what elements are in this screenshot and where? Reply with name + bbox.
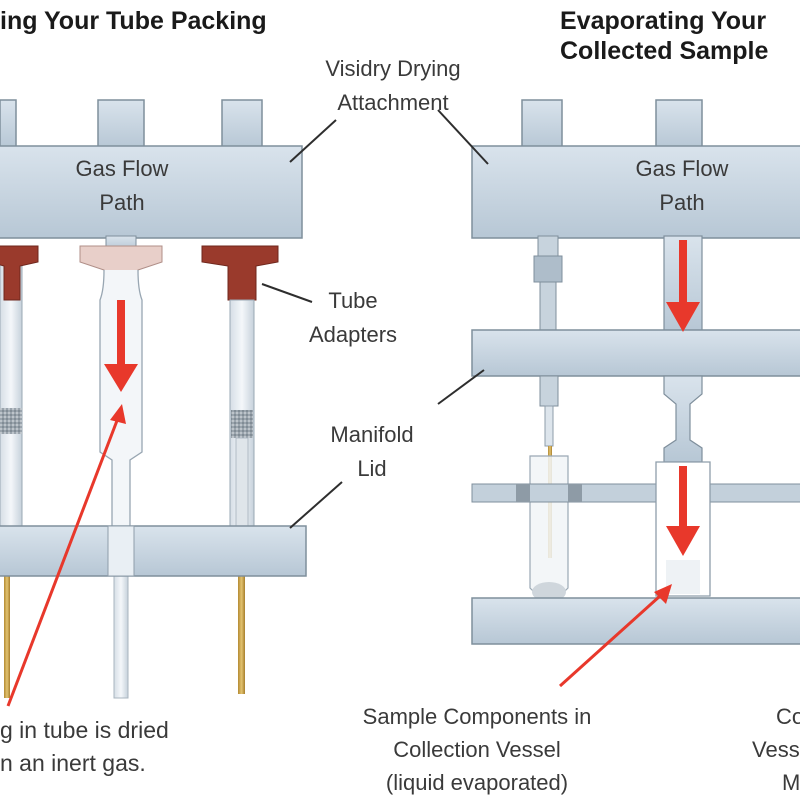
right-gas-flow-line1: Gas Flow [635, 156, 729, 181]
left-gas-flow-label: Gas Flow Path [62, 152, 182, 220]
bottom-plate [471, 597, 800, 645]
rack-rail [471, 483, 800, 503]
top-port [655, 99, 703, 149]
middle-plate [471, 329, 800, 377]
pointer-arrow [6, 417, 120, 707]
tube-right [201, 245, 279, 694]
leader-line [289, 119, 337, 163]
top-port [521, 99, 563, 149]
right-edge-line1: Co [776, 704, 800, 729]
tube-adapters-line1: Tube [328, 288, 378, 313]
left-gas-flow-line2: Path [99, 190, 145, 215]
top-port [97, 99, 145, 149]
right-gas-flow-line2: Path [659, 190, 705, 215]
right-apparatus [437, 99, 800, 688]
leader-line [437, 109, 489, 165]
pointer-arrowhead [654, 584, 672, 604]
left-gas-flow-line1: Gas Flow [75, 156, 169, 181]
right-edge-line3: M [782, 770, 800, 795]
pointer-arrowhead [110, 404, 126, 424]
top-port [0, 99, 17, 149]
drying-attachment-line1: Visidry Drying [325, 56, 461, 81]
drying-attachment-line2: Attachment [337, 90, 449, 115]
manifold-lid [0, 525, 307, 577]
leader-line [437, 369, 485, 405]
right-gas-flow-label: Gas Flow Path [622, 152, 742, 220]
drying-attachment-block [471, 145, 800, 239]
right-title-line1: Evaporating Your [560, 7, 767, 35]
left-caption: g in tube is dried n an inert gas. [0, 714, 169, 780]
gas-flow-arrow [666, 240, 700, 332]
right-caption-line3: (liquid evaporated) [385, 770, 569, 795]
gas-flow-arrow [104, 300, 138, 392]
connector-column [533, 235, 563, 333]
leader-line [261, 283, 313, 303]
drying-attachment-label: Visidry Drying Attachment [306, 52, 480, 120]
left-caption-line1: g in tube is dried [0, 717, 169, 743]
tube-left [0, 245, 39, 698]
left-caption-line2: n an inert gas. [0, 750, 146, 776]
pointer-arrow [558, 594, 662, 688]
drying-attachment-block [0, 145, 303, 239]
manifold-lid-line1: Manifold [330, 422, 414, 447]
right-caption-line1: Sample Components in [362, 704, 592, 729]
left-apparatus [0, 99, 343, 707]
right-title-line2: Collected Sample [560, 37, 769, 65]
right-caption: Sample Components in Collection Vessel (… [336, 700, 618, 799]
right-edge-caption: Co Vess M [752, 700, 800, 799]
left-panel-title: ing Your Tube Packing [0, 7, 267, 35]
gas-flow-arrow [666, 466, 700, 556]
manifold-lid-label: Manifold Lid [318, 418, 426, 486]
leader-line [289, 481, 343, 529]
tube-adapters-line2: Adapters [308, 322, 398, 347]
right-caption-line2: Collection Vessel [393, 737, 561, 762]
tube-adapters-label: Tube Adapters [298, 284, 408, 352]
top-port [221, 99, 263, 149]
right-edge-line2: Vess [752, 737, 800, 762]
manifold-lid-line2: Lid [357, 456, 387, 481]
right-panel-title: Evaporating Your Collected Sample [560, 6, 768, 66]
